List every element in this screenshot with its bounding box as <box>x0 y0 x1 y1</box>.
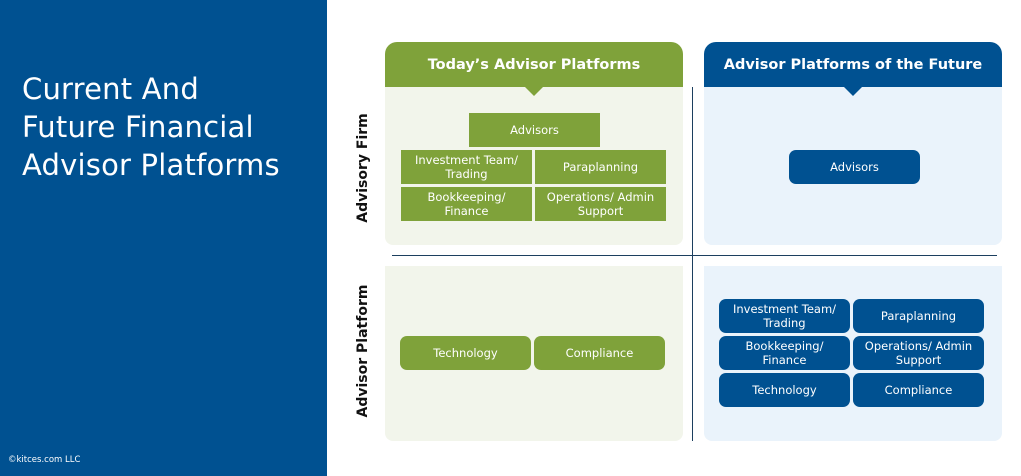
header-future: Advisor Platforms of the Future <box>704 42 1002 87</box>
future-investment-box: Investment Team/ Trading <box>719 299 850 333</box>
header-today: Today’s Advisor Platforms <box>385 42 683 87</box>
sidebar-panel: Current And Future Financial Advisor Pla… <box>0 0 327 476</box>
header-today-pointer <box>524 86 544 96</box>
today-operations-box: Operations/ Admin Support <box>535 187 666 221</box>
future-compliance-box: Compliance <box>853 373 984 407</box>
today-technology-box: Technology <box>400 336 531 370</box>
vertical-divider <box>692 87 693 441</box>
title-line-1: Current And <box>22 72 199 106</box>
header-future-pointer <box>843 86 863 96</box>
future-operations-box: Operations/ Admin Support <box>853 336 984 370</box>
row-label-advisory-firm: Advisory Firm <box>355 113 371 223</box>
title-line-2: Future Financial <box>22 110 254 144</box>
today-investment-box: Investment Team/ Trading <box>401 150 532 184</box>
horizontal-divider <box>392 255 997 256</box>
row-label-advisor-platform: Advisor Platform <box>355 284 371 418</box>
title-line-3: Advisor Platforms <box>22 148 280 182</box>
today-advisors-box: Advisors <box>469 113 600 147</box>
copyright-text: ©kitces.com LLC <box>8 455 81 465</box>
today-paraplanning-box: Paraplanning <box>535 150 666 184</box>
future-advisors-box: Advisors <box>789 150 920 184</box>
page-title: Current And Future Financial Advisor Pla… <box>22 70 322 184</box>
future-paraplanning-box: Paraplanning <box>853 299 984 333</box>
today-bookkeeping-box: Bookkeeping/ Finance <box>401 187 532 221</box>
today-compliance-box: Compliance <box>534 336 665 370</box>
future-bookkeeping-box: Bookkeeping/ Finance <box>719 336 850 370</box>
future-technology-box: Technology <box>719 373 850 407</box>
